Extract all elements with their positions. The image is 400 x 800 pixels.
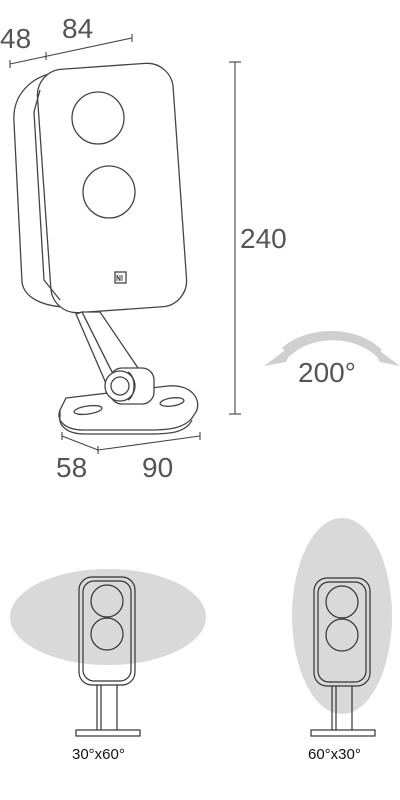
upper-driver-wide (90, 584, 124, 618)
dispersion-horizontal-label: 30°x60° (72, 746, 125, 763)
rotation-angle-label: 200° (298, 357, 356, 388)
dispersion-pattern-tall (292, 518, 392, 714)
lower-driver (82, 165, 136, 219)
dispersion-vertical (292, 518, 392, 737)
mount-base-plate (58, 385, 199, 431)
upper-driver (71, 91, 125, 145)
dimension-base-width: 90 (142, 452, 173, 483)
lower-driver-wide (90, 617, 124, 651)
stand-base-wide (75, 729, 141, 737)
cabinet-edge-line (33, 89, 61, 301)
speaker-front-wide (78, 576, 136, 686)
speaker-iso-view (13, 62, 199, 435)
stand-base-tall (310, 729, 376, 737)
dimension-base-depth: 58 (56, 452, 87, 483)
dimension-lines (9, 34, 241, 454)
dispersion-vertical-label: 60°x30° (308, 746, 361, 763)
dispersion-horizontal (10, 569, 206, 737)
speaker-front-tall (313, 577, 371, 687)
upper-driver-tall (325, 585, 359, 619)
dimension-depth-top: 48 (0, 23, 31, 54)
dimension-height: 240 (240, 223, 287, 254)
rotation-arrow (264, 331, 400, 366)
lower-driver-tall (325, 618, 359, 652)
dimension-width-top: 84 (62, 13, 93, 44)
